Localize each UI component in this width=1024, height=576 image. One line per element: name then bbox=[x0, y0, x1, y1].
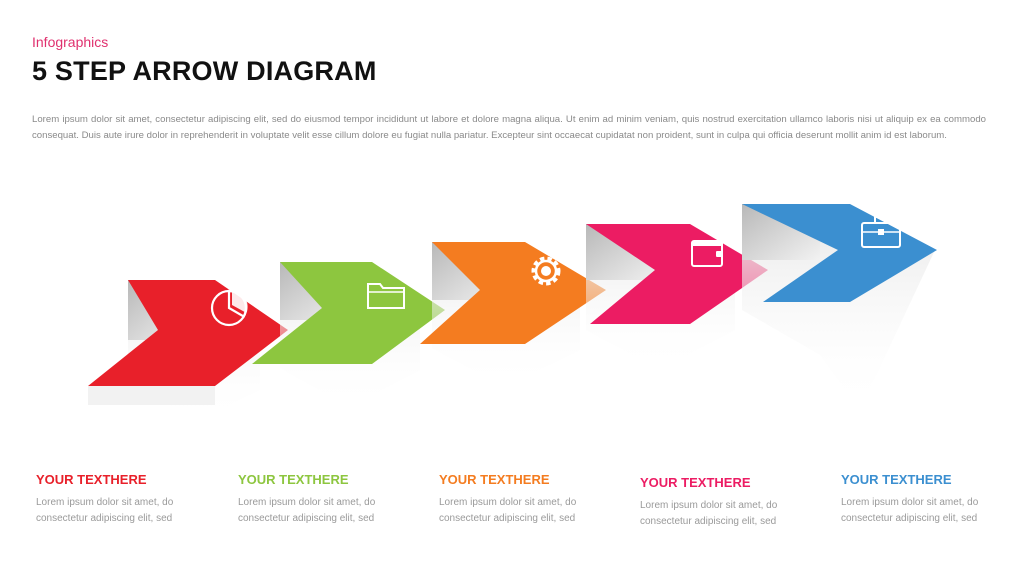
step-4-body: Lorem ipsum dolor sit amet, do consectet… bbox=[640, 500, 778, 527]
wallet-icon bbox=[691, 240, 723, 267]
folder-icon bbox=[367, 283, 405, 309]
arrow-diagram bbox=[88, 204, 937, 420]
step-5-body: Lorem ipsum dolor sit amet, do consectet… bbox=[841, 497, 979, 524]
arrow-step-4 bbox=[586, 224, 768, 370]
page-title: 5 STEP ARROW DIAGRAM bbox=[32, 56, 377, 86]
step-4-text: YOUR TEXTHERE Lorem ipsum dolor sit amet… bbox=[640, 475, 830, 530]
arrow-step-5 bbox=[742, 204, 937, 410]
step-1-heading: YOUR TEXTHERE bbox=[36, 472, 147, 487]
arrow-step-2 bbox=[252, 262, 445, 408]
arrow-step-1 bbox=[88, 280, 288, 420]
step-5-heading: YOUR TEXTHERE bbox=[841, 472, 952, 487]
step-1-body: Lorem ipsum dolor sit amet, do consectet… bbox=[36, 497, 174, 524]
pie-chart-icon bbox=[210, 289, 248, 327]
step-2-text: YOUR TEXTHERE Lorem ipsum dolor sit amet… bbox=[238, 472, 428, 527]
gear-icon bbox=[531, 256, 561, 286]
arrow-step-3 bbox=[420, 242, 606, 388]
step-3-heading: YOUR TEXTHERE bbox=[439, 472, 550, 487]
briefcase-icon bbox=[861, 216, 901, 248]
intro-paragraph: Lorem ipsum dolor sit amet, consectetur … bbox=[32, 114, 986, 141]
step-2-body: Lorem ipsum dolor sit amet, do consectet… bbox=[238, 497, 376, 524]
step-3-text: YOUR TEXTHERE Lorem ipsum dolor sit amet… bbox=[439, 472, 629, 527]
step-2-heading: YOUR TEXTHERE bbox=[238, 472, 349, 487]
subtitle: Infographics bbox=[32, 34, 109, 50]
step-3-body: Lorem ipsum dolor sit amet, do consectet… bbox=[439, 497, 577, 524]
step-4-heading: YOUR TEXTHERE bbox=[640, 475, 751, 490]
step-1-text: YOUR TEXTHERE Lorem ipsum dolor sit amet… bbox=[36, 472, 226, 527]
step-5-text: YOUR TEXTHERE Lorem ipsum dolor sit amet… bbox=[841, 472, 1024, 527]
